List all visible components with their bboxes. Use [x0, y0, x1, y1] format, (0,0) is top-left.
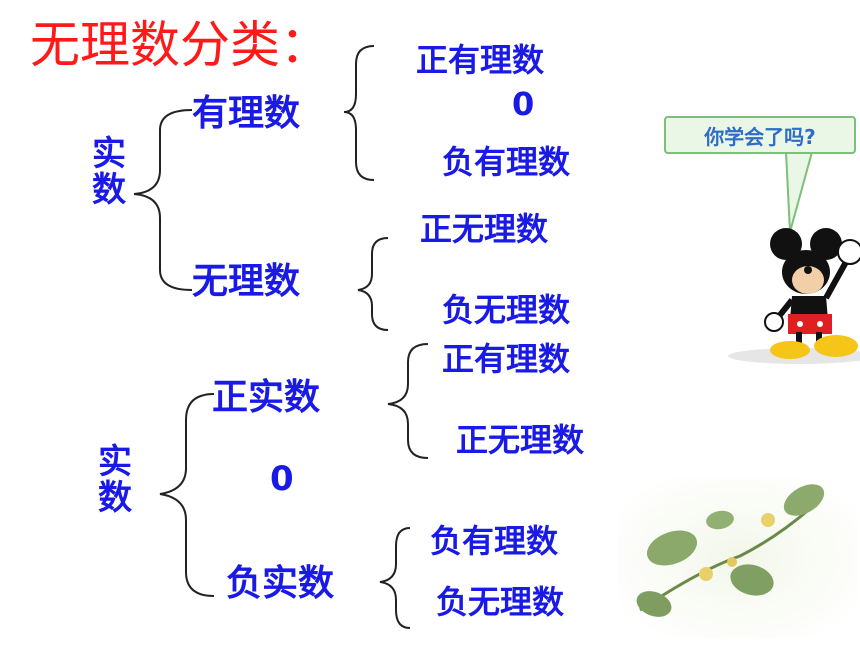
leaf-positive-irrational-2: 正无理数: [456, 421, 585, 459]
brace-irrational: [357, 237, 389, 331]
leaf-negative-irrational: 负无理数: [442, 291, 571, 329]
leaf-positive-rational: 正有理数: [416, 41, 545, 79]
slide-title: 无理数分类：: [30, 16, 330, 74]
brace-positive: [387, 343, 429, 459]
speech-bubble: 你学会了吗?: [664, 116, 856, 154]
label-irrational: 无理数: [192, 261, 301, 302]
speech-bubble-text: 你学会了吗?: [704, 124, 816, 149]
brace-rational: [343, 45, 375, 181]
root-real-numbers-2: 实数: [98, 442, 132, 518]
leaf-positive-rational-2: 正有理数: [442, 340, 571, 378]
leaf-zero-1: 0: [512, 85, 535, 123]
root-real-numbers-1: 实数: [92, 134, 126, 210]
leaf-negative-rational: 负有理数: [442, 143, 571, 181]
brace-real-2: [159, 393, 215, 597]
leaf-negative-irrational-2: 负无理数: [436, 583, 565, 621]
leaf-negative-rational-2: 负有理数: [430, 522, 559, 560]
brace-real-1: [133, 109, 193, 291]
brace-negative: [379, 527, 411, 629]
label-rational: 有理数: [192, 93, 301, 134]
label-negative-real: 负实数: [226, 563, 335, 604]
leaf-positive-irrational: 正无理数: [420, 210, 549, 248]
label-zero-2: 0: [270, 459, 294, 499]
label-positive-real: 正实数: [212, 377, 321, 418]
